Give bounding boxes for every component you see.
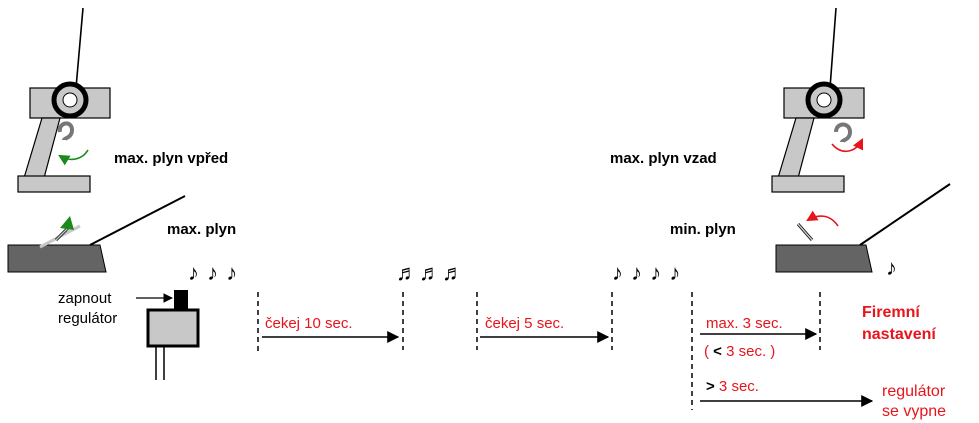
beep-group-2-icon: ♬♬♬	[396, 260, 465, 285]
label-factory-1: Firemní	[862, 304, 920, 321]
transmitter-right-icon	[771, 7, 865, 193]
beep-group-1-icon: ♪ ♪ ♪	[188, 260, 239, 285]
label-max-forward: max. plyn vpřed	[114, 150, 229, 167]
beep-group-4-icon: ♪	[886, 255, 898, 280]
label-less-3: ( < 3 sec. )	[704, 343, 776, 360]
car-left-icon	[7, 195, 186, 273]
label-off-1: regulátor	[882, 383, 946, 400]
label-more-3: > 3 sec.	[706, 378, 759, 395]
label-regulator: regulátor	[58, 310, 118, 327]
timeline-markers	[257, 292, 821, 410]
car-right-icon	[775, 183, 951, 273]
label-wait-10: čekej 10 sec.	[265, 315, 353, 332]
label-switch-on: zapnout	[58, 290, 112, 307]
label-max-throttle: max. plyn	[167, 221, 237, 238]
transmitter-left-icon	[17, 7, 111, 193]
label-wait-5: čekej 5 sec.	[485, 315, 565, 332]
regulator-icon	[136, 290, 200, 380]
label-factory-2: nastavení	[862, 326, 936, 343]
label-min-throttle: min. plyn	[670, 221, 736, 238]
beep-group-3-icon: ♪ ♪ ♪ ♪	[612, 260, 682, 285]
label-off-2: se vypne	[882, 403, 947, 420]
timeline-arrows	[262, 328, 874, 407]
label-max-3: max. 3 sec.	[706, 315, 783, 332]
label-max-reverse: max. plyn vzad	[610, 150, 717, 167]
